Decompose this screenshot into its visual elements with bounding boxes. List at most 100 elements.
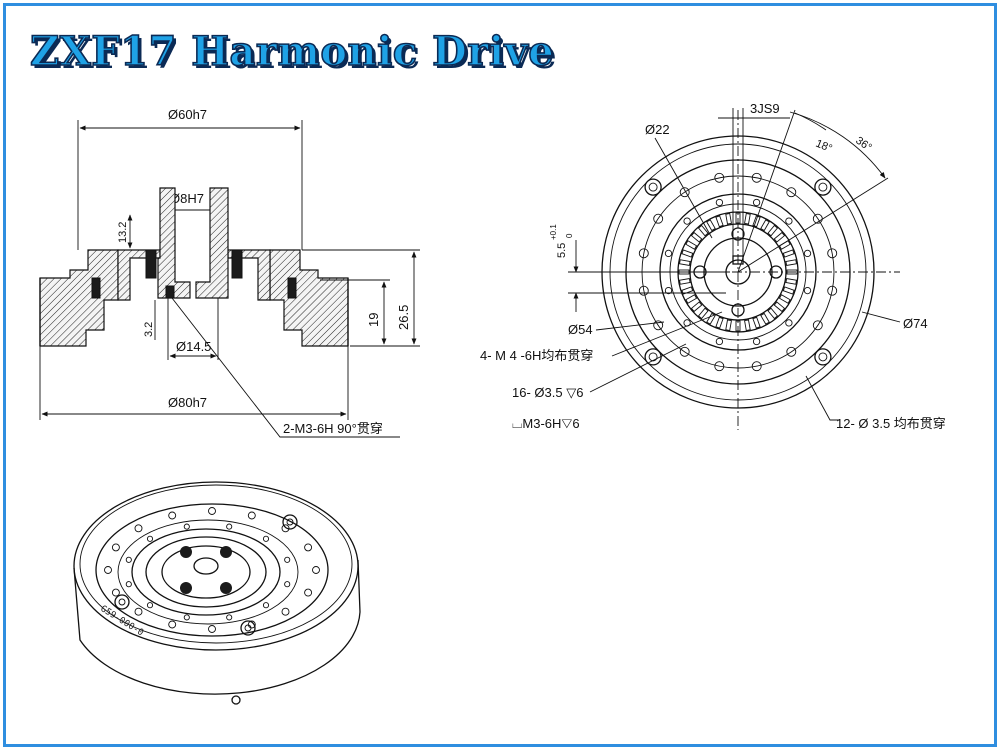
roller xyxy=(725,319,732,331)
leader-m4 xyxy=(611,311,723,357)
iso-counterbore-hole xyxy=(114,594,130,610)
sheet-border xyxy=(3,3,997,747)
wave-bearing-left xyxy=(91,277,101,299)
iso-mounting-hole xyxy=(168,511,177,520)
arc-18 xyxy=(794,112,827,131)
roller xyxy=(685,240,698,250)
mounting-hole-16 xyxy=(638,285,649,296)
iso-through-hole xyxy=(125,581,132,588)
roller xyxy=(778,294,791,304)
iso-counterbore-hole xyxy=(282,514,298,530)
roller xyxy=(752,215,761,228)
mounting-hole-16 xyxy=(827,248,838,259)
through-hole-12 xyxy=(803,249,812,258)
dim-label-3-2: 3.2 xyxy=(143,322,155,337)
dim-label-19: 19 xyxy=(366,313,381,327)
callout-m4: 4- M 4 -6H均布贯穿 xyxy=(480,348,593,363)
mounting-hole-16 xyxy=(653,320,664,331)
mounting-hole-16 xyxy=(638,248,649,259)
mounting-hole-16 xyxy=(827,285,838,296)
iso-through-hole xyxy=(146,535,154,542)
roller xyxy=(760,219,770,232)
roller xyxy=(690,301,703,313)
bearing-left xyxy=(145,249,157,279)
iso-bottom-pin xyxy=(231,695,241,705)
mounting-hole-16 xyxy=(679,187,690,198)
roller xyxy=(785,259,797,266)
product-title: ZXF17 Harmonic Drive xyxy=(29,27,555,76)
iso-through-hole xyxy=(262,535,270,542)
dim-label-74: Ø74 xyxy=(903,316,928,331)
roller xyxy=(785,278,797,285)
iso-through-hole xyxy=(183,614,190,621)
leader-16 xyxy=(589,343,687,393)
tol-upper: +0.1 xyxy=(549,224,558,240)
iso-mounting-hole xyxy=(247,511,256,520)
iso-mounting-hole xyxy=(111,588,120,597)
dim-label-3js9: 3JS9 xyxy=(750,101,780,116)
m3-hole xyxy=(648,352,658,362)
roller xyxy=(782,286,795,295)
roller xyxy=(697,224,709,237)
roller xyxy=(782,249,795,258)
iso-m4-hole xyxy=(220,582,232,594)
iso-counterbore-inner xyxy=(118,598,126,606)
roller xyxy=(715,316,724,329)
iso-mounting-hole xyxy=(304,588,313,597)
leader-54 xyxy=(595,321,665,331)
callout-thread: 2-M3-6H 90°贯穿 xyxy=(283,421,383,436)
iso-hole-pattern xyxy=(104,507,320,636)
iso-mounting-hole xyxy=(208,507,216,515)
m3-counterbore-hole xyxy=(814,178,832,196)
iso-mounting-hole xyxy=(247,620,256,629)
iso-body-side xyxy=(73,559,361,695)
roller xyxy=(744,319,751,331)
iso-m4-hole xyxy=(180,582,192,594)
mounting-hole-16 xyxy=(751,361,762,372)
leader-thread-callout xyxy=(171,297,400,438)
through-hole-12 xyxy=(752,198,761,207)
bearing-right xyxy=(231,249,243,279)
mounting-hole-16 xyxy=(714,172,725,183)
m3-hole xyxy=(648,182,658,192)
through-hole-12 xyxy=(683,217,691,225)
iso-through-hole xyxy=(125,556,132,563)
dim-label-14-5: Ø14.5 xyxy=(176,339,211,354)
roller xyxy=(767,307,779,320)
iso-mounting-hole xyxy=(304,543,313,552)
callout-16: 16- Ø3.5 ▽6 xyxy=(512,385,583,400)
iso-mounting-hole xyxy=(168,620,177,629)
iso-mounting-hole xyxy=(312,566,320,574)
iso-m4-hole xyxy=(180,546,192,558)
iso-hub xyxy=(161,545,251,599)
iso-bore xyxy=(193,557,219,575)
tol-lower: 0 xyxy=(565,233,574,238)
roller xyxy=(681,249,694,258)
radial-line-36 xyxy=(737,177,889,273)
iso-bearing-inner xyxy=(145,536,267,608)
callout-m3: ⌴M3-6H▽6 xyxy=(512,416,580,431)
dim-label-60h7: Ø60h7 xyxy=(168,107,207,122)
iso-counterbore-inner xyxy=(244,624,252,632)
mounting-hole-16 xyxy=(714,361,725,372)
arc-36 xyxy=(789,111,886,179)
roller xyxy=(681,286,694,295)
roller xyxy=(679,259,691,266)
iso-m4-hole xyxy=(220,546,232,558)
iso-mounting-hole xyxy=(208,625,216,633)
iso-mounting-hole xyxy=(134,607,143,616)
setscrew xyxy=(165,285,175,299)
angle-label-36: 36° xyxy=(853,135,874,154)
through-hole-12 xyxy=(803,286,812,295)
through-hole-12 xyxy=(715,337,724,346)
m3-hole xyxy=(818,352,828,362)
iso-through-hole xyxy=(262,602,270,609)
mounting-hole-16 xyxy=(653,213,664,224)
front-view: 3JS9 18° 36° Ø22 5.5 +0.1 0 Ø54 4- M 4 -… xyxy=(480,101,946,431)
mounting-hole-16 xyxy=(751,172,762,183)
roller xyxy=(690,231,703,243)
through-hole-12 xyxy=(715,198,724,207)
iso-counterbore-hole xyxy=(240,620,256,636)
